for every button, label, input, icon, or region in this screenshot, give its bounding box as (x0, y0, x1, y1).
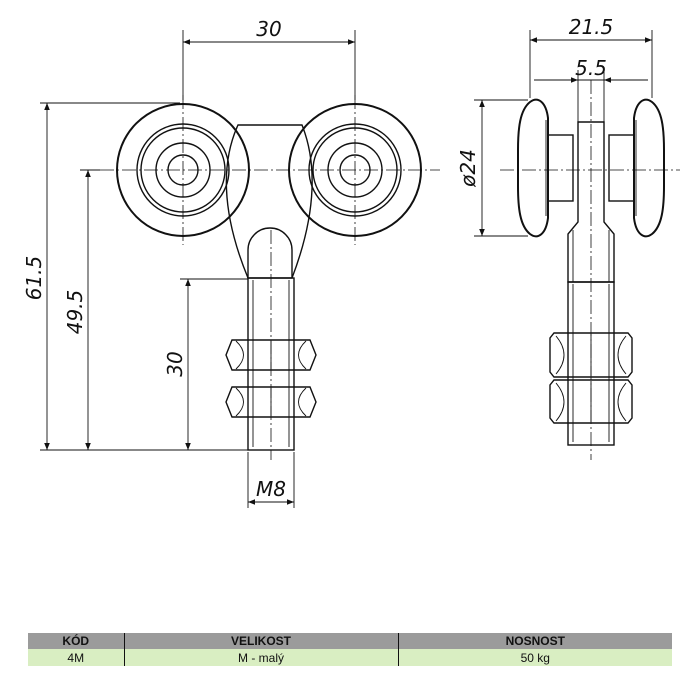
front-hex-nut-upper (225, 339, 317, 371)
spec-table: KÓD VELIKOST NOSNOST 4M M - malý 50 kg (28, 633, 672, 666)
dim-thread-length: 30 (163, 351, 187, 376)
front-dimensions: 30 61.5 49.5 30 M8 (22, 17, 356, 508)
dim-wheel-diameter: ø24 (456, 149, 480, 188)
dim-axis-height: 49.5 (63, 290, 87, 335)
side-dimensions: 21.5 5.5 ø24 (456, 15, 653, 237)
side-view (500, 80, 680, 460)
dim-thread-size: M8 (256, 477, 286, 501)
header-velikost: VELIKOST (123, 633, 398, 649)
dim-bracket-width: 5.5 (575, 56, 607, 80)
front-view (100, 95, 440, 460)
table-row: 4M M - malý 50 kg (28, 649, 672, 666)
header-kod: KÓD (28, 633, 124, 649)
dim-overall-height: 61.5 (22, 256, 46, 301)
front-bracket (225, 124, 313, 279)
front-eye-arc (247, 227, 293, 278)
table-header-row: KÓD VELIKOST NOSNOST (28, 633, 672, 649)
side-right-wheel (608, 98, 665, 238)
cell-nosnost: 50 kg (397, 649, 672, 666)
header-nosnost: NOSNOST (397, 633, 672, 649)
dim-side-width: 21.5 (569, 15, 614, 39)
side-left-wheel (517, 98, 574, 238)
dim-width-top: 30 (256, 17, 281, 41)
cell-kod: 4M (28, 649, 124, 666)
cell-velikost: M - malý (123, 649, 398, 666)
